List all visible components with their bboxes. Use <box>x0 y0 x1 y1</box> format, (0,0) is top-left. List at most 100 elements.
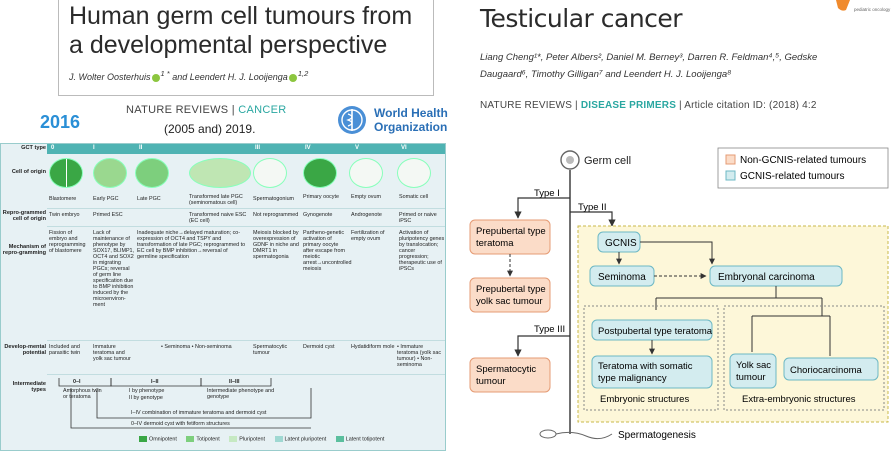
diagram-legend <box>717 147 889 189</box>
origin-1: Early PGC <box>93 196 119 202</box>
col-type-2: II <box>139 145 143 151</box>
legend-swatch-non-gcnis <box>725 154 736 165</box>
legend-swatch-pluripotent <box>229 436 238 442</box>
reprog-0: Twin embryo <box>49 212 80 218</box>
mech-1: Lack of maintenance of phenotype by SOX1… <box>93 230 135 308</box>
col-type-6: V <box>355 145 360 151</box>
blastomere-cell-icon <box>49 158 83 188</box>
row-label-origin: Cell of origin <box>11 169 46 175</box>
early-pgc-cell-icon <box>93 158 127 188</box>
seminoma-label: Seminoma <box>598 272 646 283</box>
mech-4: Meiosis blocked by overexpression of GDN… <box>253 230 299 260</box>
mech-6: Fertilization of empty ovum <box>351 230 385 242</box>
sperm-tail-icon <box>555 431 613 440</box>
diagram-canvas: Germ cell Non-GCNIS-related tumours GCNI… <box>469 147 889 441</box>
intermediate-23: II–III <box>229 379 240 385</box>
gcnis-to-ec-arrow <box>640 241 715 265</box>
journal-highlight-right: DISEASE PRIMERS <box>580 100 677 111</box>
intermediate-types-lines <box>58 378 312 429</box>
corner-logo-text: pediatric oncology <box>854 7 891 12</box>
row-label-potential: Develop-mental potential <box>4 344 46 357</box>
paper-title-right: Testicular cancer <box>480 4 683 33</box>
potential-0: Included and parasitic twin <box>49 344 81 356</box>
reprog-6: Androgenote <box>351 212 382 218</box>
origin-6: Empty ovum <box>351 194 381 200</box>
intermediate-23-text: Intermediate phenotype and genotype <box>207 388 275 400</box>
origin-3: Transformed late PGC (seminomatous cell) <box>189 194 243 206</box>
paper-title-left: Human germ cell tumours from a developme… <box>69 2 413 59</box>
germ-cell-label: Germ cell <box>584 155 631 167</box>
intermediate-12: I–II <box>151 379 159 385</box>
spermatogenesis-label: Spermatogenesis <box>618 430 696 441</box>
journal-line-right: NATURE REVIEWS | DISEASE PRIMERS | Artic… <box>480 100 817 111</box>
legend-swatch-latent-pluripotent <box>274 436 283 442</box>
journal-prefix-left: NATURE REVIEWS | <box>126 104 239 116</box>
yolk-sac-box <box>729 353 777 389</box>
legend-swatch-omnipotent <box>139 436 147 442</box>
type3-label: Type III <box>534 324 565 335</box>
paper-authors-right: Liang Cheng¹*, Peter Albers², Daniel M. … <box>480 52 818 80</box>
intermediate-04: 0–IV dermoid cyst with fetiform structur… <box>131 421 230 427</box>
intermediate-12-text2: II by genotype <box>129 395 163 401</box>
legend-swatch-gcnis <box>725 170 736 181</box>
extra-branch-lines <box>751 310 831 356</box>
transformed-pgc-cell-icon <box>189 158 251 188</box>
reprog-1: Primed ESC <box>93 212 123 218</box>
type1-label: Type I <box>534 188 560 199</box>
spermatocytic-box <box>469 357 551 393</box>
type2-label: Type II <box>578 202 607 213</box>
legend-latent-pluripotent: Latent pluripotent <box>284 436 327 443</box>
years-note: (2005 and) 2019. <box>164 122 256 136</box>
reprog-5: Gynogenote <box>303 212 333 218</box>
intermediate-14: I–IV combination of immature teratoma an… <box>131 410 267 416</box>
col-type-4: III <box>255 145 261 151</box>
reprog-4: Not reprogrammed <box>253 212 299 218</box>
origin-5: Primary oocyte <box>303 194 339 200</box>
legend-swatch-totipotent <box>186 436 195 442</box>
late-pgc-cell-icon <box>135 158 169 188</box>
intermediate-12-text1: I by phenotype <box>129 388 165 394</box>
chorio-label: Choriocarcinoma <box>790 365 863 376</box>
author-looijenga: and Leendert H. J. Looijenga <box>169 72 288 82</box>
reprog-3: Transformed naive ESC (EC cell) <box>189 212 247 224</box>
teratoma-somatic-box <box>591 355 713 389</box>
paper-card-left: Human germ cell tumours from a developme… <box>58 0 434 96</box>
who-text-line2: Organization <box>374 120 448 134</box>
legend-totipotent: Totipotent <box>196 436 220 443</box>
table-header-band <box>47 144 445 154</box>
potential-2: • Seminoma • Non-seminoma <box>161 344 232 350</box>
ec-branch-lines <box>655 286 823 310</box>
row-label-type: GCT type <box>21 145 46 151</box>
row-divider <box>47 374 445 375</box>
potential-6: Hydatidiform mole <box>351 344 395 350</box>
journal-line-left: NATURE REVIEWS | CANCER <box>126 104 287 116</box>
year-label: 2016 <box>40 112 81 132</box>
reprog-7: Primed or naive iPSC <box>399 212 437 224</box>
pediatric-oncology-logo: pediatric oncology <box>836 0 891 12</box>
empty-ovum-cell-icon <box>349 158 383 188</box>
type1-arrow <box>514 197 570 219</box>
col-type-7: VI <box>401 145 407 151</box>
who-logo: World Health Organization <box>336 104 450 136</box>
col-type-0: 0 <box>51 145 55 151</box>
legend-omnipotent: Omnipotent <box>149 436 177 443</box>
intermediate-01-text: Amorphous twin or teratoma <box>63 388 102 400</box>
potential-4: Spermatocytic tumour <box>253 344 288 356</box>
origin-0: Blastomere <box>49 196 77 202</box>
potency-legend: Omnipotent Totipotent Pluripotent Latent… <box>131 436 384 442</box>
embryonal-label: Embryonal carcinoma <box>718 272 815 283</box>
author-mark-1: 1 * <box>160 69 170 78</box>
sperm-icon <box>539 429 557 439</box>
extra-embryonic-region <box>723 305 885 411</box>
mech-2: Inadequate niche→delayed maturation; co-… <box>137 230 246 260</box>
prepubertal-yolk-box <box>469 277 551 313</box>
col-type-5: IV <box>305 145 311 151</box>
potential-7: • Immature teratoma (yolk sac tumour) • … <box>397 344 442 368</box>
mech-7: Activation of pluripotency genes by tran… <box>399 230 445 272</box>
row-divider <box>47 208 445 209</box>
